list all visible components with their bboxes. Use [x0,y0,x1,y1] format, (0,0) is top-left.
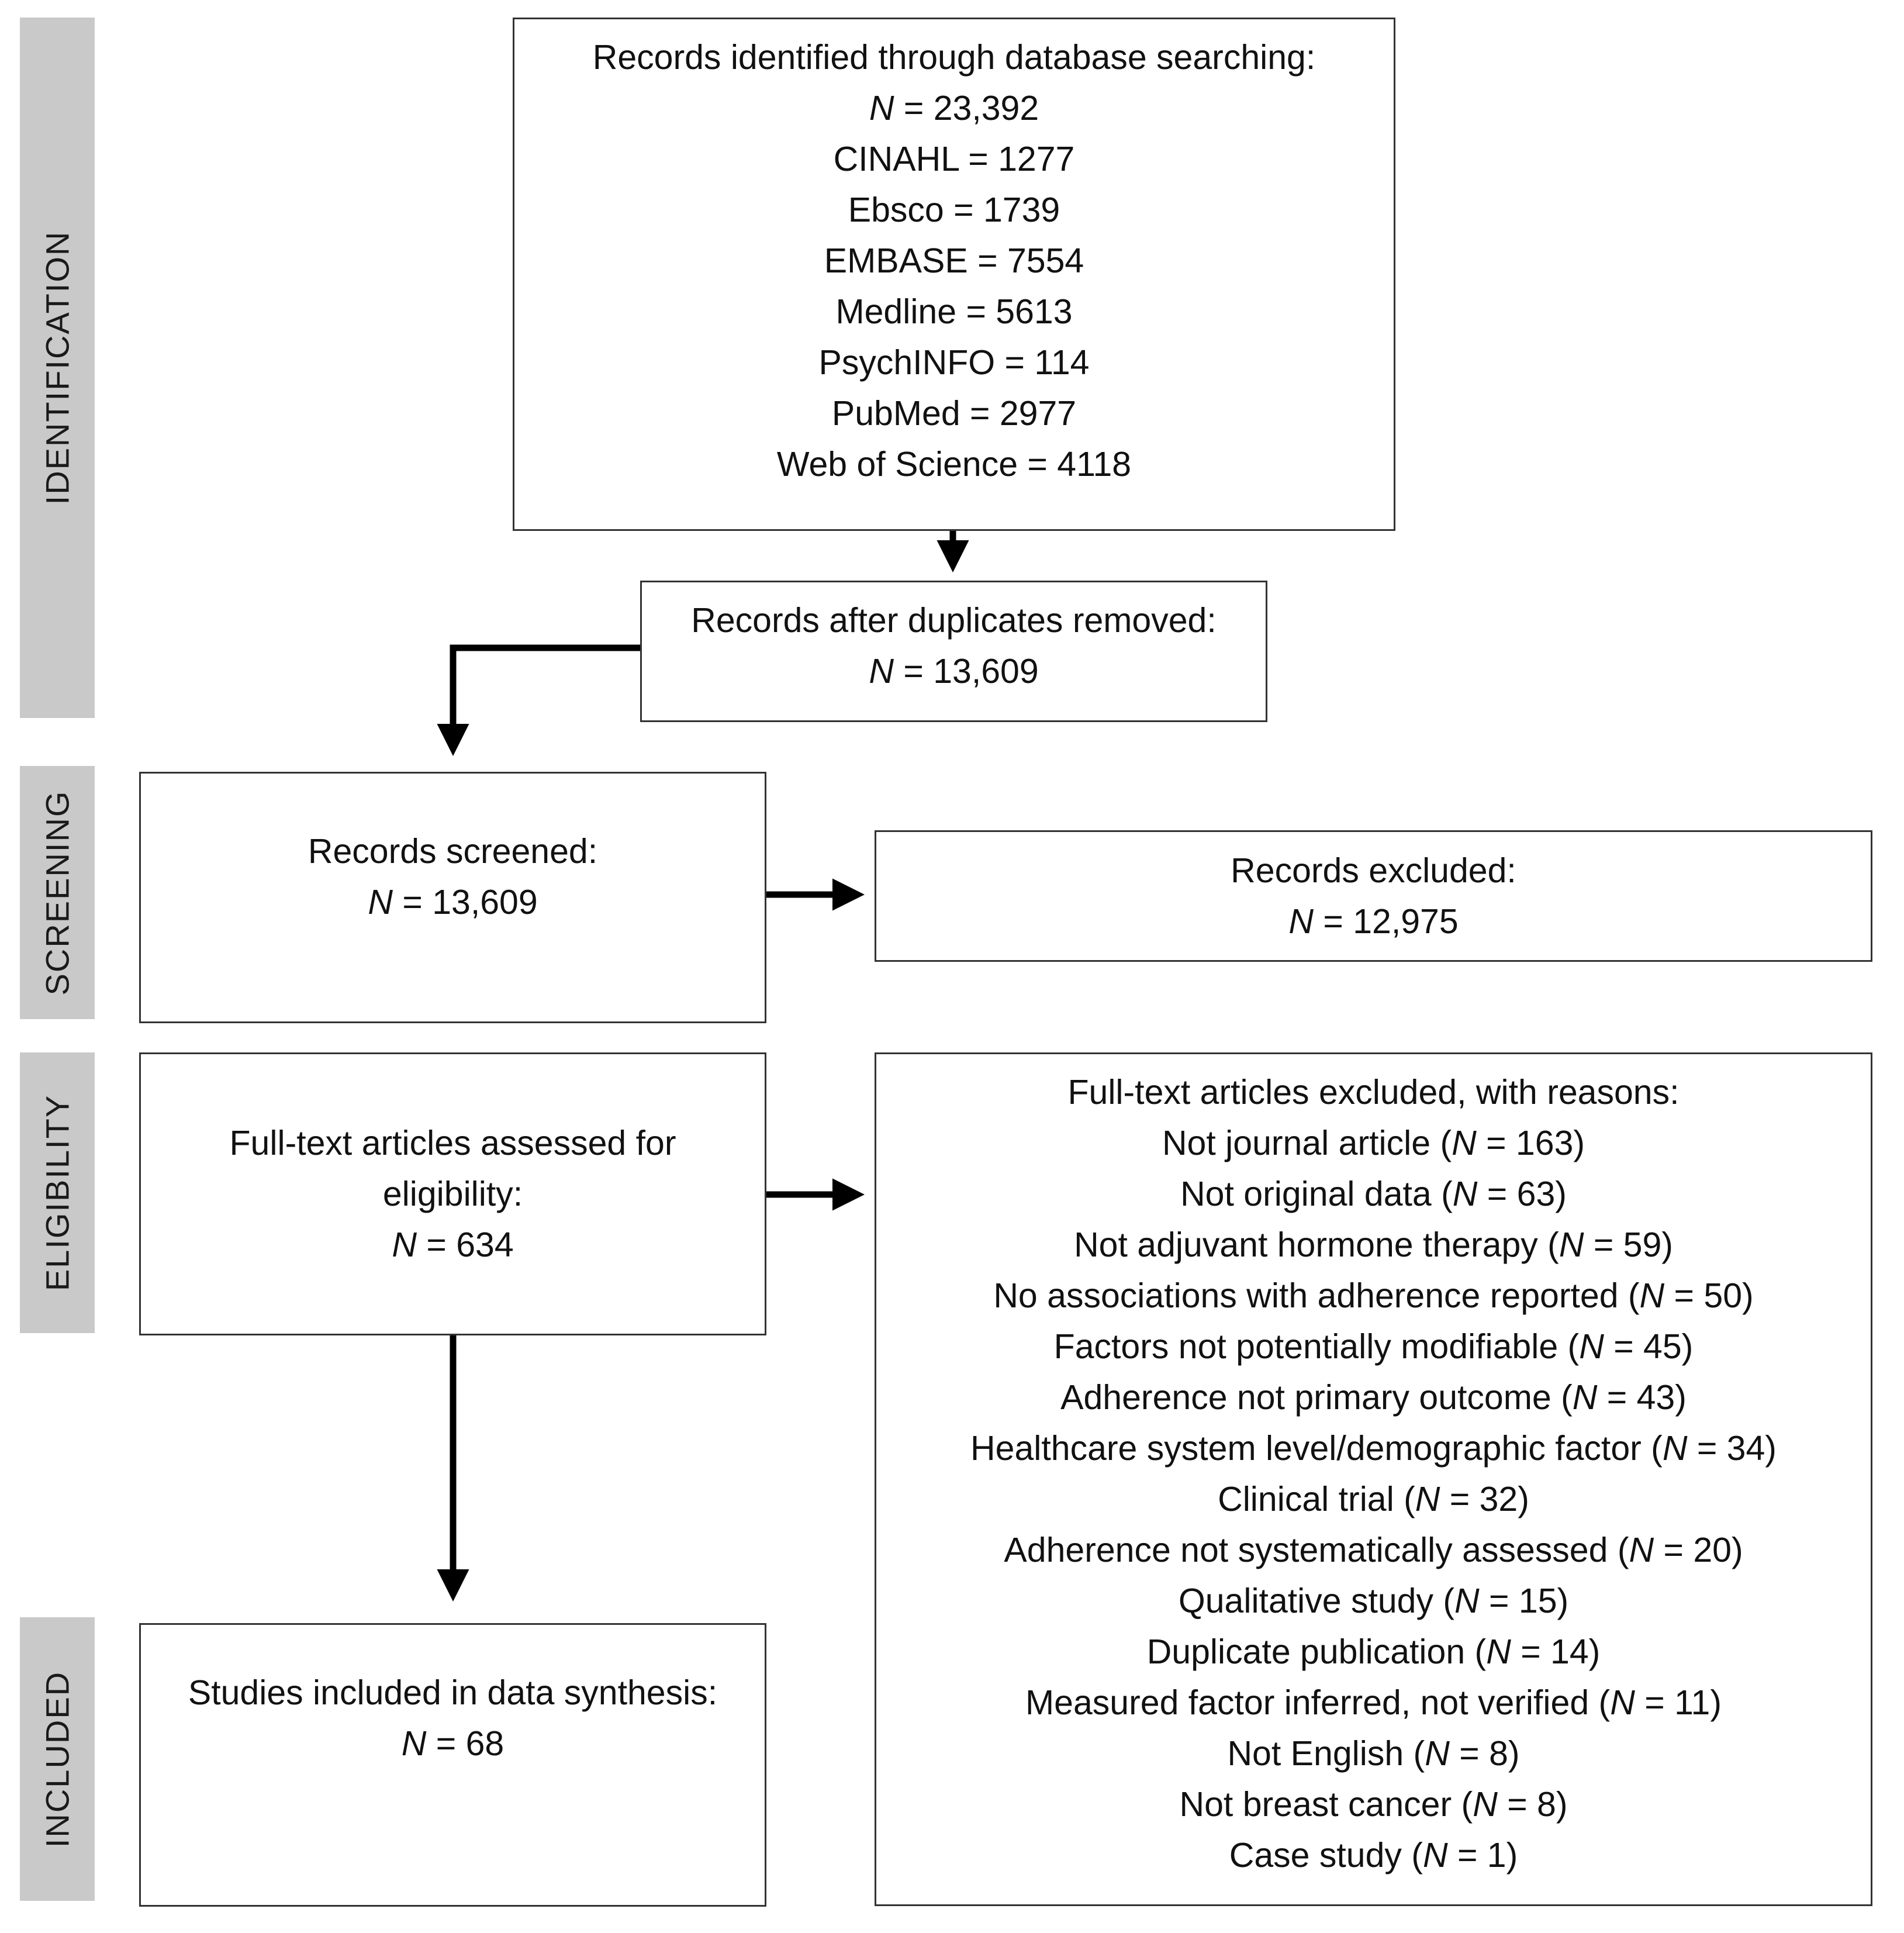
phase-band-screening: SCREENING [20,766,95,1019]
exclusion-reason: Factors not potentially modifiable (N = … [1053,1327,1694,1366]
included-count: N = 68 [401,1724,504,1763]
phase-band-identification: IDENTIFICATION [20,18,95,718]
source-count: EMBASE = 7554 [824,241,1084,280]
source-count: Ebsco = 1739 [848,191,1060,229]
exclusion-reason: Not journal article (N = 163) [1162,1124,1585,1162]
source-count: Medline = 5613 [835,292,1073,331]
box-records-screened: Records screened: N = 13,609 [139,772,766,1023]
source-count: PubMed = 2977 [831,394,1077,433]
identified-title: Records identified through database sear… [592,38,1316,77]
exclusion-reason: Not original data (N = 63) [1180,1175,1567,1213]
phase-band-eligibility: ELIGIBILITY [20,1052,95,1333]
box-records-excluded: Records excluded: N = 12,975 [875,830,1872,962]
screened-title: Records screened: [307,832,598,871]
duplicates-count: N = 13,609 [869,652,1039,691]
box-fulltext-excluded: Full-text articles excluded, with reason… [875,1052,1872,1906]
source-count: Web of Science = 4118 [776,445,1132,484]
phase-band-included: INCLUDED [20,1617,95,1901]
exclusion-reason: Duplicate publication (N = 14) [1146,1632,1601,1671]
exclusion-reason: Not breast cancer (N = 8) [1179,1785,1568,1824]
exclusion-reason: Adherence not systematically assessed (N… [1004,1531,1743,1569]
box-studies-included: Studies included in data synthesis: N = … [139,1623,766,1907]
exclusion-reason: Qualitative study (N = 15) [1178,1582,1569,1620]
exclusion-reason: Clinical trial (N = 32) [1218,1480,1529,1518]
fulltext-excluded-title: Full-text articles excluded, with reason… [1067,1073,1680,1112]
exclusion-reason: Adherence not primary outcome (N = 43) [1060,1378,1687,1417]
arrow-duplicates-to-screened [437,644,640,756]
excluded-count: N = 12,975 [1288,902,1459,941]
identified-total: N = 23,392 [869,89,1039,127]
box-records-identified: Records identified through database sear… [513,18,1395,531]
assessed-title-line-1: Full-text articles assessed for [229,1123,676,1162]
exclusion-reason: Case study (N = 1) [1229,1836,1518,1875]
box-duplicates-removed: Records after duplicates removed: N = 13… [640,581,1267,722]
excluded-title: Records excluded: [1231,851,1516,890]
exclusion-reason: Not adjuvant hormone therapy (N = 59) [1074,1226,1673,1264]
screened-count: N = 13,609 [368,883,538,921]
exclusion-reason: Measured factor inferred, not verified (… [1025,1683,1722,1722]
assessed-count: N = 634 [392,1225,514,1264]
source-count: CINAHL = 1277 [833,140,1075,178]
exclusion-reason: Healthcare system level/demographic fact… [970,1429,1777,1468]
box-fulltext-assessed: Full-text articles assessed for eligibil… [139,1052,766,1335]
source-count: PsychINFO = 114 [818,343,1090,382]
included-title: Studies included in data synthesis: [188,1673,718,1712]
exclusion-reason: No associations with adherence reported … [993,1276,1754,1315]
assessed-title-line-2: eligibility: [382,1174,523,1213]
duplicates-title: Records after duplicates removed: [691,601,1217,640]
exclusion-reason: Not English (N = 8) [1227,1734,1520,1773]
